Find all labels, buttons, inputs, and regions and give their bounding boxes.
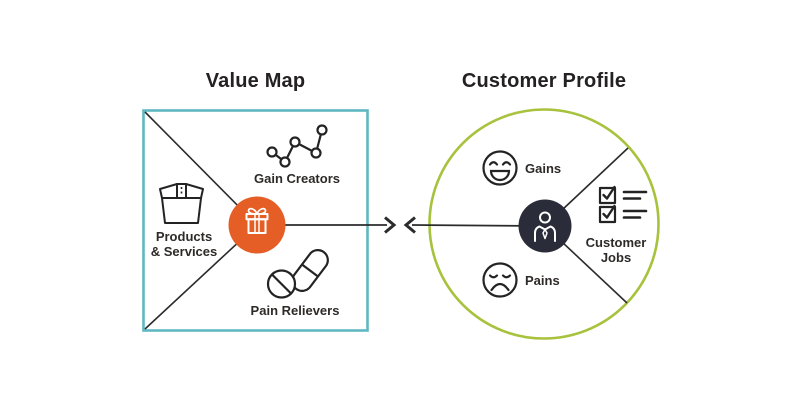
- gain-creators-label: Gain Creators: [254, 171, 340, 186]
- customer-jobs-label-line1: Customer: [585, 235, 647, 250]
- value-map-hub: [228, 196, 286, 254]
- products-services-label-line2: & Services: [150, 244, 218, 259]
- products-services-label-line1: Products: [155, 229, 213, 244]
- person-icon: [534, 211, 556, 242]
- value-map-title: Value Map: [205, 70, 306, 92]
- customer-jobs-label-line2: Jobs: [600, 250, 632, 265]
- products-services-label: Products & Services: [151, 229, 218, 259]
- customer-jobs-label: Customer Jobs: [586, 235, 647, 265]
- laughing-face-icon: [482, 150, 518, 186]
- value-map-square: [142, 109, 369, 332]
- customer-profile-circle: [428, 108, 660, 340]
- arrow-left-icon: [403, 216, 416, 234]
- line-chart-icon: [266, 124, 328, 168]
- checklist-icon: [598, 185, 648, 224]
- gains-label: Gains: [525, 161, 562, 176]
- orange-circle: [228, 196, 286, 254]
- pains-label: Pains: [525, 273, 560, 288]
- customer-profile-hub: [518, 199, 572, 253]
- package-box-icon: [159, 183, 204, 224]
- sad-face-icon: [482, 262, 518, 298]
- dark-circle: [518, 199, 572, 253]
- gift-icon: [245, 207, 269, 234]
- arrow-right-icon: [384, 216, 397, 234]
- pills-icon: [266, 249, 329, 299]
- pain-relievers-label: Pain Relievers: [250, 303, 340, 318]
- customer-profile-title: Customer Profile: [461, 70, 627, 92]
